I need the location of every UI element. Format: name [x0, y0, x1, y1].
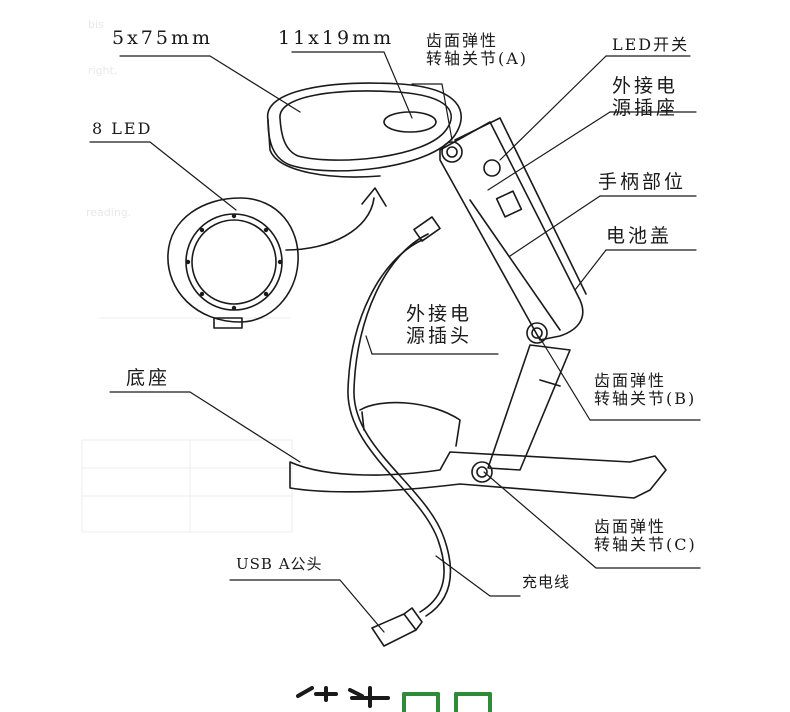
arm	[487, 344, 571, 471]
label-ext-plug-line1: 外接电	[406, 303, 473, 325]
handle	[439, 117, 587, 344]
label-joint-a-line2: 转轴关节(A)	[426, 49, 529, 69]
label-handle: 手柄部位	[598, 171, 687, 193]
label-ext-plug: 外接电 源插头	[406, 303, 473, 348]
label-led-switch: LED开关	[612, 35, 690, 54]
charge-cable	[347, 216, 452, 617]
label-joint-b-line1: 齿面弹性	[594, 371, 667, 390]
label-ext-socket-line1: 外接电	[612, 75, 679, 97]
label-ext-plug-line2: 源插头	[406, 324, 473, 347]
ghost-table	[81, 317, 293, 533]
base	[289, 401, 667, 499]
footer-heading-dark	[296, 686, 390, 708]
label-joint-a-line1: 齿面弹性	[426, 31, 499, 50]
ghost-text: reading.	[86, 206, 132, 219]
label-led-count: 8 LED	[92, 119, 153, 138]
label-joint-c: 齿面弹性 转轴关节(C)	[594, 517, 697, 555]
label-small-lens-size: 11x19mm	[278, 27, 395, 49]
label-lens-size: 5x75mm	[112, 27, 214, 49]
ghost-text: right,	[88, 64, 118, 77]
led-ring-inset	[167, 187, 387, 329]
ghost-text: bis	[88, 18, 104, 31]
label-ext-socket-line2: 源插座	[612, 96, 679, 119]
label-joint-c-line2: 转轴关节(C)	[594, 535, 697, 555]
label-usb-plug: USB A公头	[236, 555, 323, 573]
label-base: 底座	[126, 367, 171, 389]
label-joint-b: 齿面弹性 转轴关节(B)	[594, 371, 697, 409]
magnifier-head	[267, 82, 462, 178]
label-ext-socket: 外接电 源插座	[612, 75, 679, 120]
footer-heading-cropped	[0, 680, 790, 712]
label-battery-cover: 电池盖	[606, 225, 673, 247]
leader-lines	[89, 51, 701, 633]
label-charge-cable: 充电线	[522, 573, 571, 591]
footer-heading-green	[402, 692, 492, 712]
label-joint-c-line1: 齿面弹性	[594, 517, 667, 536]
usb-plug	[371, 607, 423, 647]
label-joint-b-line2: 转轴关节(B)	[594, 389, 697, 409]
label-joint-a: 齿面弹性 转轴关节(A)	[426, 31, 529, 69]
